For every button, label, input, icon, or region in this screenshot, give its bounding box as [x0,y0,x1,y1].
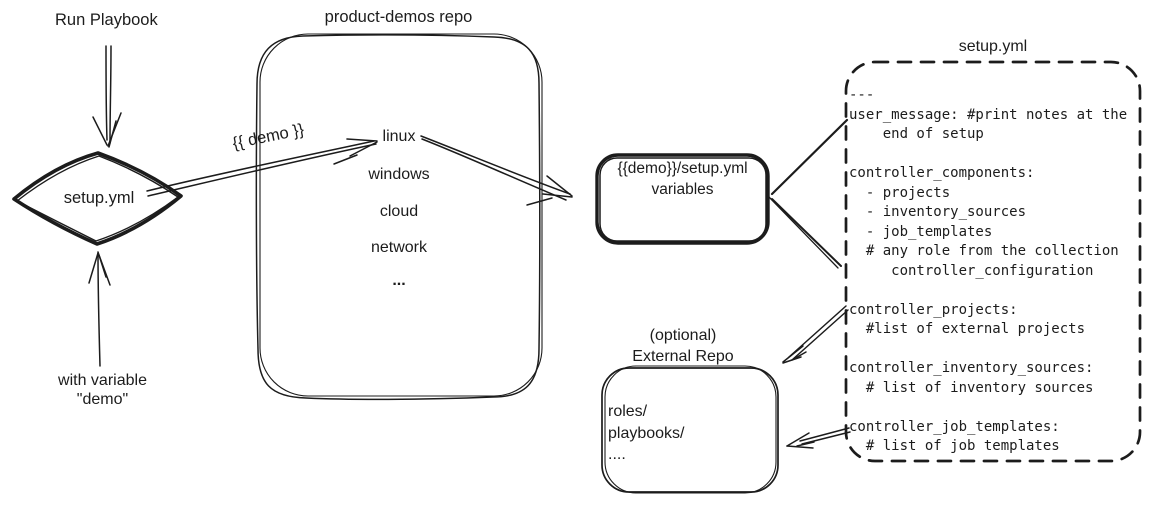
with-variable-arrow [88,251,111,367]
decision-label: setup.yml [63,189,135,207]
variables-box-shape [595,153,770,245]
setupyml-code-block: --- user_message: #print notes at the en… [849,87,1128,454]
repo-box-shape [255,33,543,401]
setupyml-title: setup.yml [958,38,1028,55]
variables-to-setupyml-lines [768,118,849,269]
run-playbook-label: Run Playbook [55,11,158,29]
external-repo-content: roles/ playbooks/ .... [608,403,685,463]
repo-item-ellipsis: ... [392,272,406,289]
repo-item-windows: windows [368,166,430,183]
external-repo-box-shape [601,365,779,494]
variables-box-label: {{demo}}/setup.yml variables [617,160,748,198]
repo-item-network: network [370,239,428,256]
projects-to-external-arrow [782,305,849,364]
repo-item-linux: linux [382,128,416,145]
linux-to-variables-arrow [420,135,573,206]
jobtemplates-to-external-arrow [786,427,851,449]
demo-arrow [146,138,378,197]
external-repo-title: (optional) External Repo [632,327,734,365]
repo-item-cloud: cloud [379,203,419,220]
repo-title: product-demos repo [324,8,473,26]
with-variable-label: with variable "demo" [58,372,147,408]
decision-diamond-shape [12,151,183,246]
run-playbook-arrow [92,45,122,148]
setupyml-dashed-box-shape [844,60,1142,463]
